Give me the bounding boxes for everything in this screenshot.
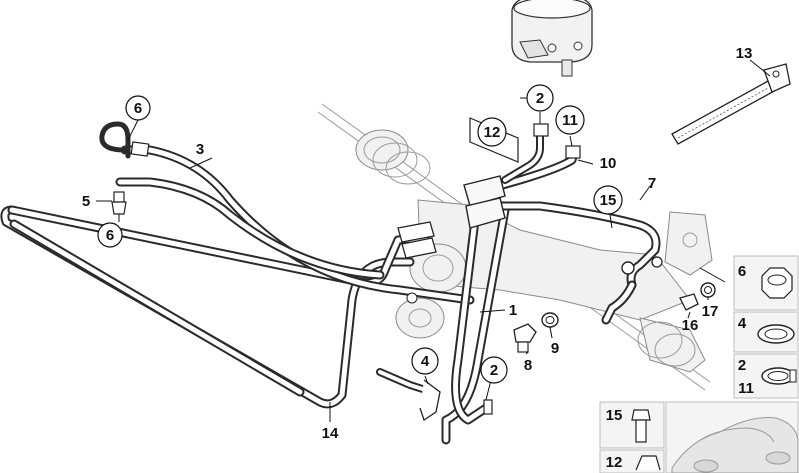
callout-17-label: 17 (702, 303, 719, 320)
callout-14-label: 14 (322, 425, 339, 442)
inset-2-label: 2 (738, 357, 746, 374)
callout-6-bottom: 6 (97, 222, 123, 248)
pipe-connectors (397, 221, 437, 304)
inset-11-label: 11 (738, 380, 754, 397)
hose-1-2 (376, 205, 510, 445)
callout-2-bottom: 2 (480, 356, 508, 384)
cable-tie-13 (671, 63, 791, 145)
callout-7-label: 7 (648, 175, 656, 192)
callout-3-label: 3 (196, 141, 204, 158)
callout-9-label: 9 (551, 340, 559, 357)
inset-12-label: 12 (606, 454, 623, 471)
callout-2-bottom-label: 2 (490, 362, 498, 379)
inset-car-silhouette (665, 401, 799, 473)
callout-6-bottom-label: 6 (106, 227, 114, 244)
hose-3 (99, 121, 475, 305)
inset-nut-6: 6 (733, 255, 799, 311)
callout-2-top: 2 (526, 84, 554, 112)
callout-15-center: 15 (593, 185, 623, 215)
callout-15-center-label: 15 (600, 192, 617, 209)
callout-1-label: 1 (509, 302, 517, 319)
callout-11-top-label: 11 (562, 112, 578, 129)
callout-2-top-label: 2 (536, 90, 544, 107)
callout-6-top: 6 (125, 95, 151, 121)
inset-bracket-12: 12 (599, 449, 665, 473)
inset-15-label: 15 (606, 407, 623, 424)
callout-12-top: 12 (477, 117, 507, 147)
callout-13-label: 13 (736, 45, 753, 62)
inset-6-label: 6 (738, 263, 746, 280)
callout-4-center-label: 4 (421, 353, 430, 370)
callout-4-center: 4 (411, 347, 439, 375)
callout-12-top-label: 12 (484, 124, 501, 141)
inset-clamp-2-11: 2 11 (733, 353, 799, 399)
inset-bolt-15: 15 (599, 401, 665, 449)
fluid-reservoir (511, 0, 593, 77)
callout-8-label: 8 (524, 357, 532, 374)
steering-rack-ghost (317, 103, 713, 391)
callout-6-top-label: 6 (134, 100, 142, 117)
callout-5-label: 5 (82, 193, 90, 210)
callout-11-top: 11 (555, 105, 585, 135)
small-parts (111, 191, 716, 353)
inset-4-label: 4 (738, 315, 747, 332)
callout-10-label: 10 (600, 155, 617, 172)
inset-washer-4: 4 (733, 311, 799, 353)
hose-7-10 (463, 123, 663, 325)
callout-16-label: 16 (682, 317, 699, 334)
hose-14 (0, 205, 430, 409)
